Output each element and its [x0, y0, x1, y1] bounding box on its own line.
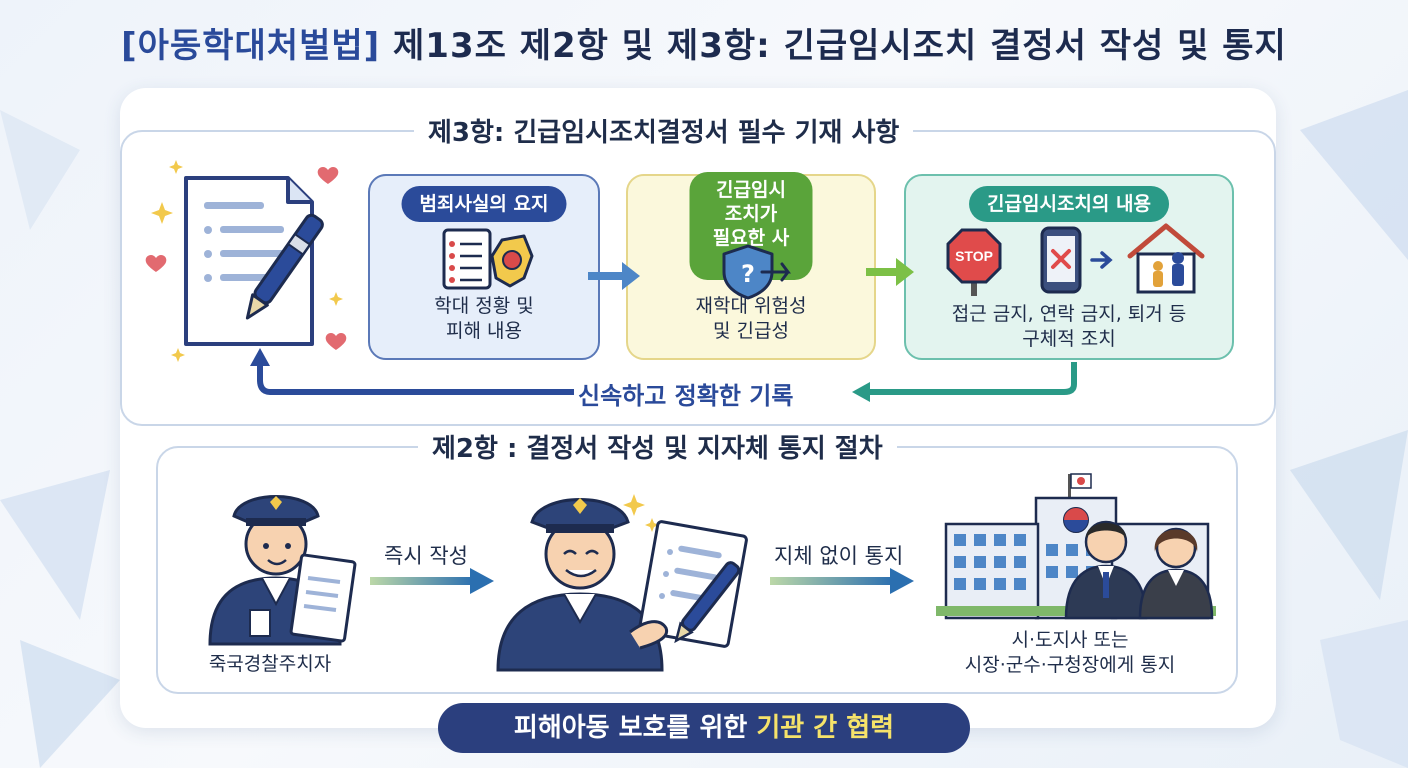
footer-banner: 피해아동 보호를 위한 기관 간 협력 [438, 703, 970, 753]
card-measure-content-label: 긴급임시조치의 내용 [969, 186, 1169, 222]
house-family-icon [1127, 223, 1205, 294]
stop-sign-text: STOP [955, 248, 993, 264]
section2-title: 제2항 : 결정서 작성 및 지자체 통지 절차 [418, 428, 897, 465]
recipient-caption: 시·도지사 또는 시장·군수·구청장에게 통지 [964, 629, 1176, 676]
shield-question-icon: ? [722, 244, 791, 300]
card-crime-facts-label: 범죄사실의 요지 [401, 186, 567, 222]
card-measure-content: 긴급임시조치의 내용 STOP 접근 금지, 연락 금지, 퇴거 등 구체적 조… [904, 174, 1234, 360]
feedback-label: 신속하고 정확한 기록 [578, 382, 794, 410]
page-title: [아동학대처벌법] 제13조 제2항 및 제3항: 긴급임시조치 결정서 작성 … [121, 26, 1287, 66]
document-pen-illustration [145, 160, 347, 362]
card-emergency-reason-text: 재학대 위험성 및 긴급성 [695, 295, 807, 342]
stop-sign-icon: STOP [946, 228, 1002, 296]
card-crime-facts-text: 학대 정황 및 피해 내용 [434, 295, 534, 342]
section3-title: 제3항: 긴급임시조치결정서 필수 기재 사항 [414, 112, 914, 149]
svg-text:?: ? [741, 260, 755, 288]
government-building-officials-illustration [936, 473, 1216, 620]
card-measure-content-text: 접근 금지, 연락 금지, 퇴거 등 구체적 조치 [951, 303, 1187, 350]
police-officer-holding-document-illustration [208, 495, 357, 646]
step2-label: 지체 없이 통지 [774, 544, 904, 568]
phone-blocked-icon [1040, 226, 1082, 294]
officer-caption: 죽국경찰주치자 [208, 653, 332, 675]
arrow-right-icon [1090, 251, 1113, 269]
police-officer-writing-illustration [496, 494, 748, 672]
step1-label: 즉시 작성 [384, 544, 468, 568]
step2-arrow [770, 568, 914, 594]
card-crime-facts: 범죄사실의 요지 학대 정황 및 피해 내용 [368, 174, 600, 360]
checklist-badge-icon [442, 228, 534, 290]
step1-arrow [370, 568, 494, 594]
card-emergency-reason: 긴급임시조치가 필요한 사유 ? 재학대 위험성 및 긴급성 [626, 172, 876, 360]
